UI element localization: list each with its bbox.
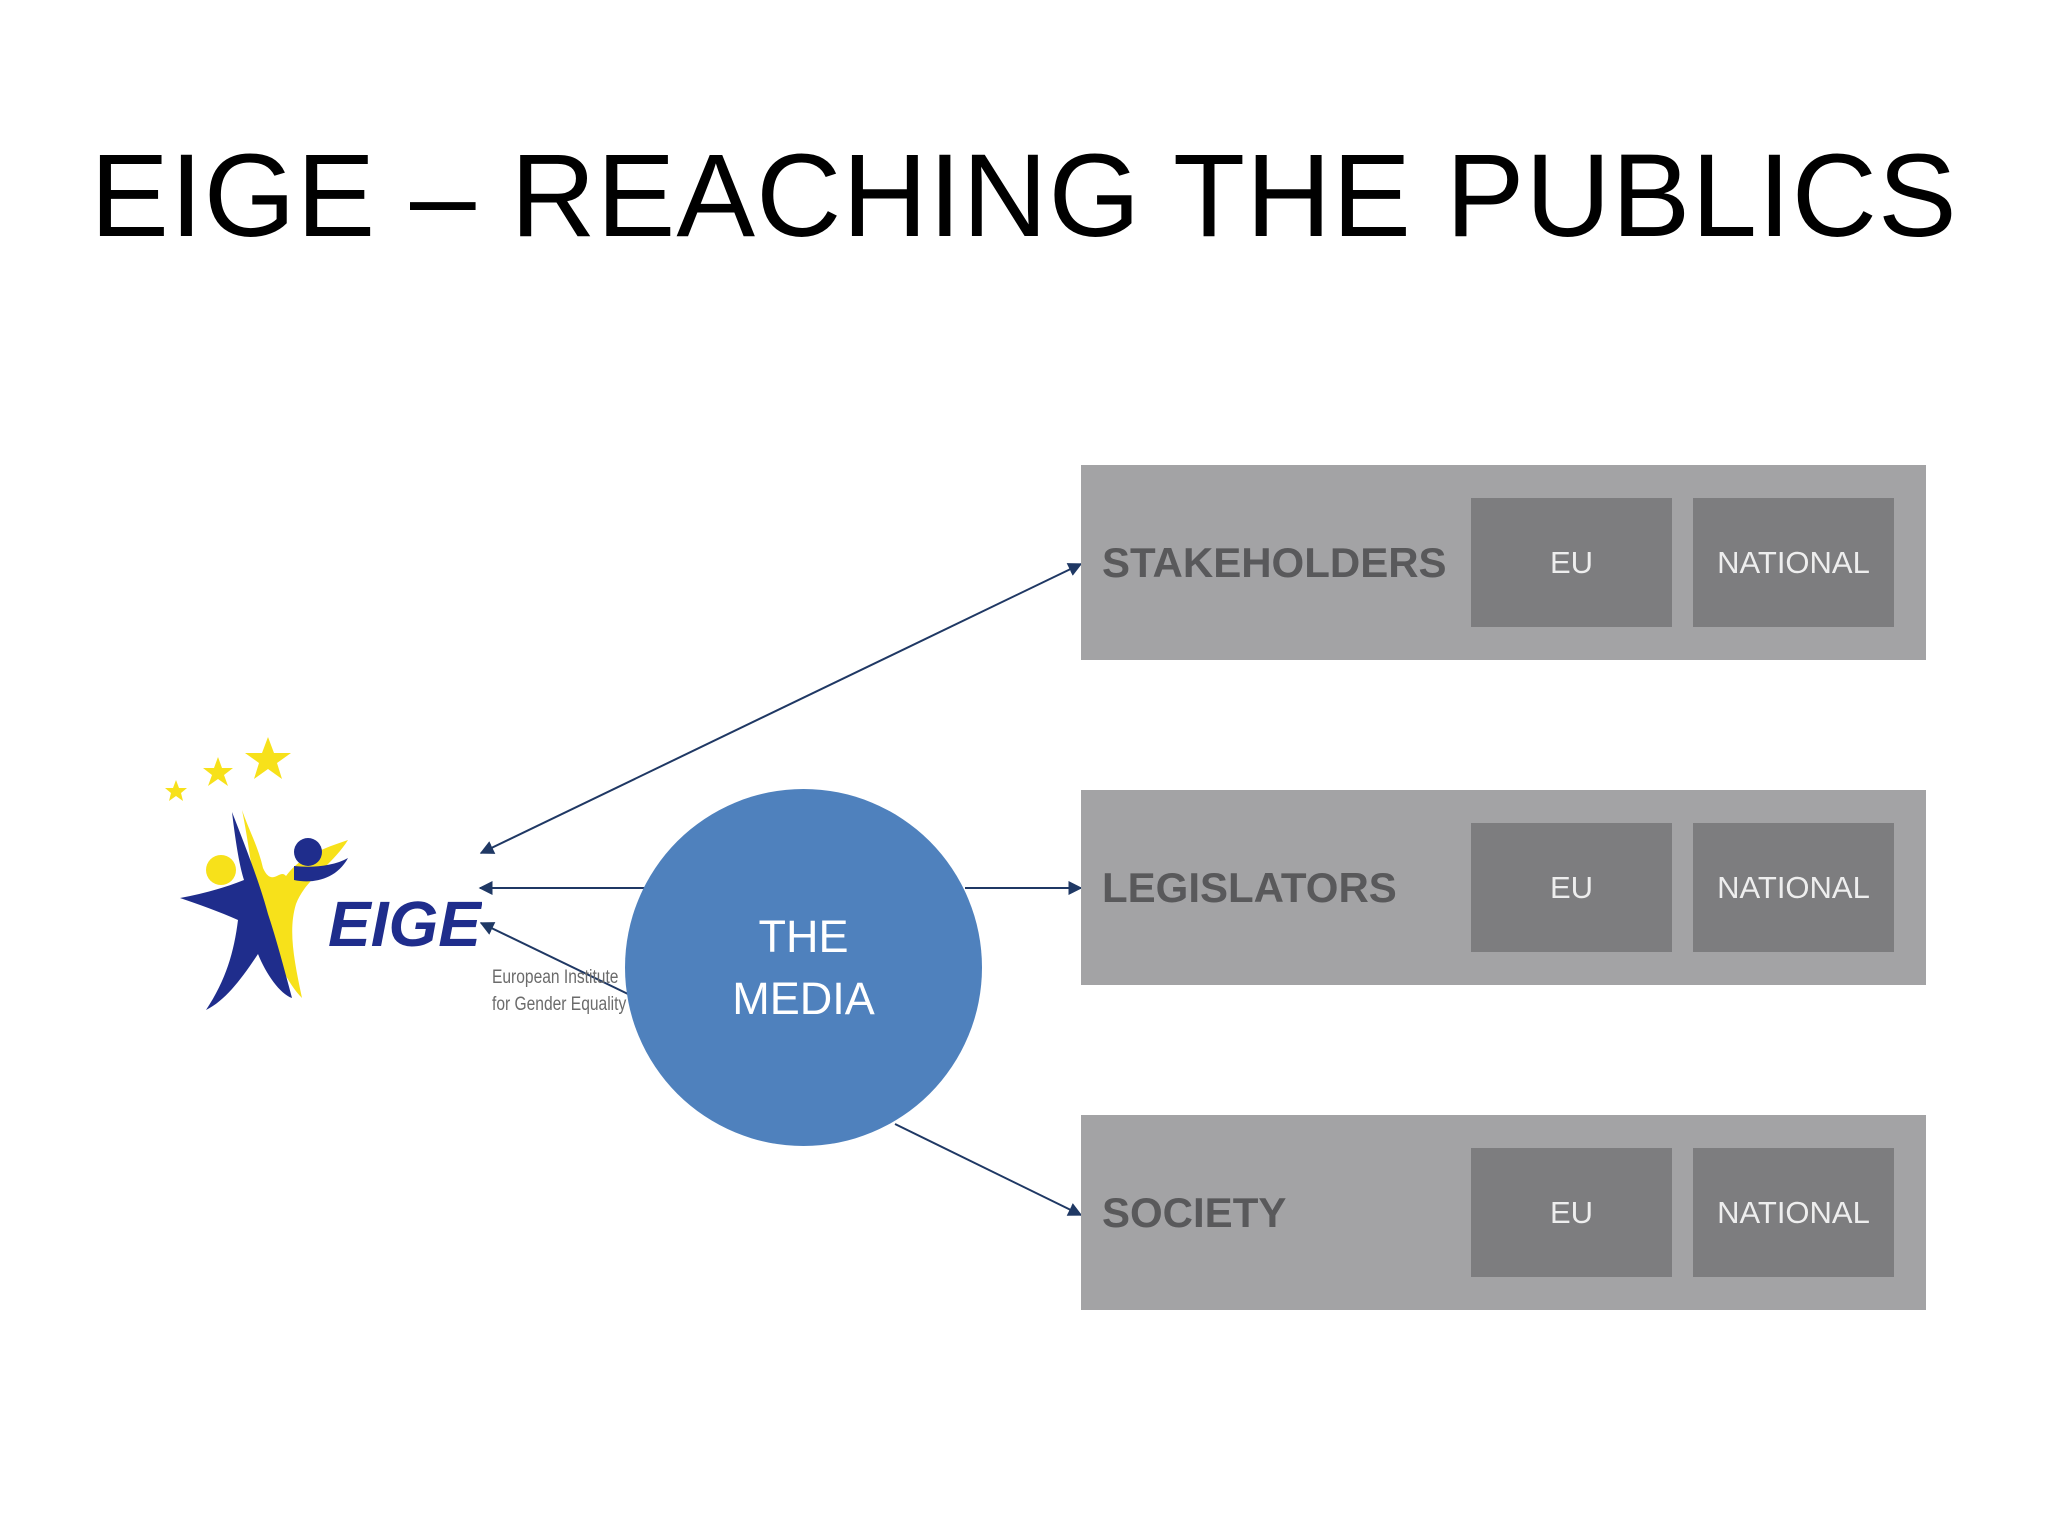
arrow-eige-stakeholders xyxy=(479,563,1083,854)
logo-blue-figure xyxy=(180,812,292,1010)
logo-star-large xyxy=(245,737,291,779)
tag-eu: EU xyxy=(1471,498,1672,627)
tag-national: NATIONAL xyxy=(1693,498,1894,627)
eige-logo-mark: EIGE xyxy=(165,737,483,1010)
logo-blue-head xyxy=(294,838,322,866)
audience-box-society: SOCIETY EU NATIONAL xyxy=(1081,1115,1926,1310)
logo-text-line-2: for Gender Equality xyxy=(492,994,627,1015)
logo-yellow-head xyxy=(206,855,236,885)
audience-box-stakeholders: STAKEHOLDERS EU NATIONAL xyxy=(1081,465,1926,660)
tag-eu: EU xyxy=(1471,1148,1672,1277)
eige-logo: EIGE European Institute for Gender Equal… xyxy=(162,728,626,1048)
logo-star-small xyxy=(165,780,187,801)
audience-label: LEGISLATORS xyxy=(1102,864,1397,911)
media-label-line-1: THE xyxy=(758,910,849,962)
arrow-eige-media-lower xyxy=(479,922,629,995)
arrow-media-society xyxy=(894,1123,1083,1216)
tag-eu: EU xyxy=(1471,823,1672,952)
media-label-line-2: MEDIA xyxy=(732,972,875,1024)
audience-box-legislators: LEGISLATORS EU NATIONAL xyxy=(1081,790,1926,985)
tag-national: NATIONAL xyxy=(1693,823,1894,952)
logo-text-line-1: European Institute xyxy=(492,967,619,988)
audience-label: STAKEHOLDERS xyxy=(1102,539,1447,586)
logo-star-medium xyxy=(203,757,233,786)
logo-blue-arm xyxy=(294,858,348,882)
tag-national: NATIONAL xyxy=(1693,1148,1894,1277)
audience-label: SOCIETY xyxy=(1102,1189,1287,1236)
logo-wordmark: EIGE xyxy=(328,888,482,960)
slide-title: EIGE – REACHING THE PUBLICS xyxy=(90,130,1958,262)
media-circle: THE MEDIA xyxy=(625,789,982,1146)
logo-yellow-figure xyxy=(242,810,348,998)
